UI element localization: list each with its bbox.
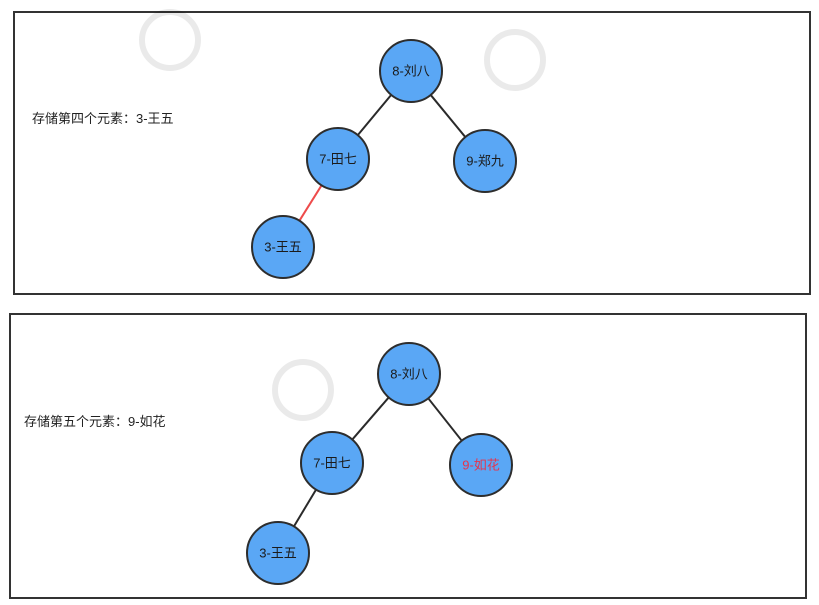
diagram-panel-2: 存储第五个元素：9-如花 8-刘八 7-田七 9-如花 3-王五 <box>9 313 807 599</box>
tree-node-c: 9-如花 <box>449 433 513 497</box>
node-label: 7-田七 <box>313 455 351 470</box>
node-label: 8-刘八 <box>392 63 430 78</box>
tree-node-a: 8-刘八 <box>377 342 441 406</box>
panel-caption: 存储第四个元素：3-王五 <box>32 111 174 126</box>
edge-a-c <box>427 397 463 442</box>
tree-node-b: 7-田七 <box>300 431 364 495</box>
edge-a-b <box>357 94 392 136</box>
edge-b-d <box>298 184 323 222</box>
tree-node-b: 7-田七 <box>306 127 370 191</box>
tree-diagram-1: 8-刘八 7-田七 9-郑九 3-王五 <box>251 39 517 279</box>
diagram-panel-1: 存储第四个元素：3-王五 8-刘八 7-田七 9-郑九 3-王五 <box>13 11 811 295</box>
tree-node-a: 8-刘八 <box>379 39 443 103</box>
edge-b-d <box>293 489 317 527</box>
node-label: 9-郑九 <box>466 153 504 168</box>
node-label: 3-王五 <box>259 545 297 560</box>
tree-node-d: 3-王五 <box>251 215 315 279</box>
panel-caption: 存储第五个元素：9-如花 <box>24 414 166 429</box>
edge-a-b <box>351 396 390 441</box>
node-label: 9-如花 <box>462 457 500 472</box>
node-label: 7-田七 <box>319 151 357 166</box>
tree-node-d: 3-王五 <box>246 521 310 585</box>
edge-a-c <box>429 94 467 138</box>
node-label: 8-刘八 <box>390 366 428 381</box>
tree-node-c: 9-郑九 <box>453 129 517 193</box>
node-label: 3-王五 <box>264 239 302 254</box>
tree-diagram-2: 8-刘八 7-田七 9-如花 3-王五 <box>246 342 513 585</box>
